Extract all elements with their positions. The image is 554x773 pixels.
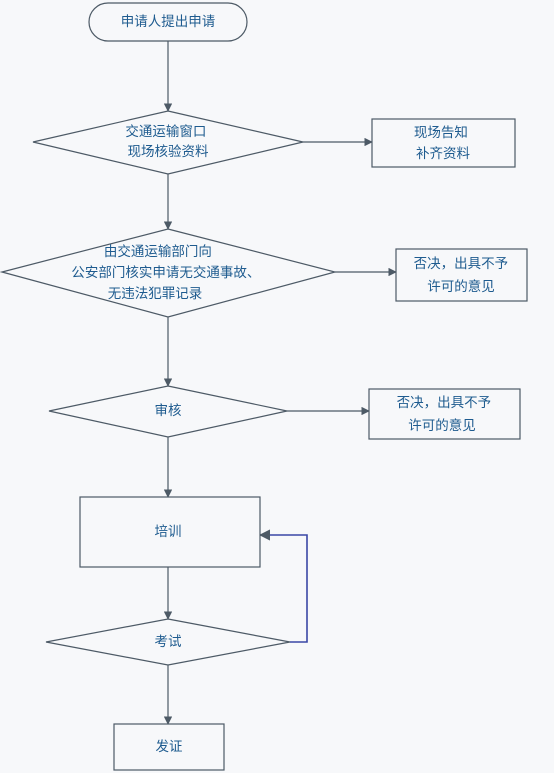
node-training-shape	[79, 496, 261, 568]
node-exam-shape	[45, 618, 291, 666]
node-supplement-line: 现场告知	[414, 124, 468, 141]
node-window-check-shape	[32, 110, 304, 175]
node-start-label: 申请人提出申请	[121, 14, 216, 30]
node-start: 申请人提出申请	[88, 2, 248, 42]
connectors	[163, 41, 397, 725]
node-exam: 考试	[45, 618, 291, 666]
node-reject1-shape	[395, 248, 528, 302]
node-supplement-label: 现场告知 补齐资料	[414, 124, 472, 162]
node-reject1-label: 否决，出具不予 许可的意见	[414, 256, 513, 295]
node-police-check-shape	[0, 228, 338, 318]
node-exam-line: 考试	[155, 634, 182, 650]
node-review-label: 审核	[155, 403, 182, 419]
node-police-check: 由交通运输部门向 公安部门核实申请无交通事故、 无违法犯罪记录	[0, 228, 338, 318]
node-supplement: 现场告知 补齐资料	[371, 118, 516, 168]
node-start-shape	[88, 2, 248, 42]
node-review: 审核	[48, 385, 288, 438]
node-reject1-line: 否决，出具不予	[414, 256, 509, 272]
node-window-check-line: 交通运输窗口	[125, 123, 206, 140]
node-issue: 发证	[113, 723, 225, 771]
node-issue-shape	[113, 723, 225, 771]
node-window-check: 交通运输窗口 现场核验资料	[32, 110, 304, 175]
node-supplement-shape	[371, 118, 516, 168]
node-exam-label: 考试	[155, 634, 182, 650]
node-police-check-label: 由交通运输部门向 公安部门核实申请无交通事故、 无违法犯罪记录	[71, 243, 264, 302]
arrow-exam-retry-to-training	[258, 529, 308, 643]
node-police-check-line: 由交通运输部门向	[104, 243, 212, 260]
node-training-label: 培训	[155, 524, 182, 540]
node-supplement-line: 补齐资料	[416, 146, 470, 162]
node-reject1: 否决，出具不予 许可的意见	[395, 248, 528, 302]
node-review-shape	[48, 385, 288, 438]
node-reject2-line: 否决，出具不予	[397, 395, 492, 411]
node-police-check-line: 公安部门核实申请无交通事故、	[71, 264, 260, 281]
node-police-check-line: 无违法犯罪记录	[108, 286, 203, 302]
node-issue-label: 发证	[156, 739, 183, 755]
node-review-line: 审核	[155, 403, 182, 419]
node-window-check-label: 交通运输窗口 现场核验资料	[125, 123, 210, 160]
node-reject1-line: 许可的意见	[427, 278, 495, 295]
node-start-line: 申请人提出申请	[121, 14, 216, 30]
node-window-check-line: 现场核验资料	[128, 144, 209, 160]
node-issue-line: 发证	[156, 739, 183, 755]
node-training-line: 培训	[155, 524, 182, 540]
node-reject2-shape	[368, 388, 521, 440]
node-reject2: 否决，出具不予 许可的意见	[368, 388, 521, 440]
node-reject2-label: 否决，出具不予 许可的意见	[397, 395, 496, 434]
node-reject2-line: 许可的意见	[408, 417, 476, 434]
node-training: 培训	[79, 496, 261, 568]
